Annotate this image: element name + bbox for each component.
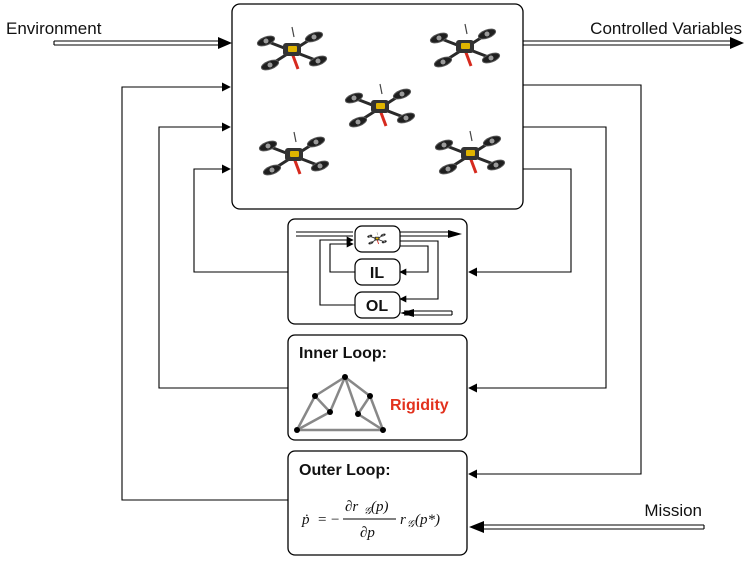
svg-text:−: − — [331, 512, 339, 528]
environment-label: Environment — [6, 19, 102, 38]
mission-label: Mission — [644, 501, 702, 520]
controlled-variables-arrow — [523, 37, 744, 49]
svg-text:=: = — [318, 512, 326, 528]
rigidity-graph-icon — [295, 375, 385, 432]
svg-text:ṗ: ṗ — [301, 512, 310, 528]
outer-loop-title: Outer Loop: — [299, 462, 391, 479]
svg-text:𝒢: 𝒢 — [364, 506, 373, 517]
inner-loop-title: Inner Loop: — [299, 345, 387, 362]
mission-arrow — [469, 521, 705, 533]
il-label: IL — [370, 265, 384, 282]
environment-arrow — [53, 37, 232, 49]
controlled-variables-label: Controlled Variables — [590, 19, 742, 38]
feedback-connections — [121, 82, 642, 501]
svg-text:(p): (p) — [371, 499, 389, 515]
svg-text:r: r — [400, 512, 406, 528]
rigidity-label: Rigidity — [390, 397, 449, 414]
svg-text:𝒢: 𝒢 — [407, 519, 416, 530]
svg-text:∂p: ∂p — [360, 525, 375, 541]
mini-loop-connections — [296, 231, 453, 316]
rigidity-graph-nodes — [294, 374, 386, 433]
ol-label: OL — [366, 298, 388, 315]
outer-loop-box — [287, 450, 468, 556]
svg-text:(p*): (p*) — [415, 512, 440, 528]
svg-text:∂r: ∂r — [345, 499, 358, 515]
outer-loop-equation: ṗ = − ∂r 𝒢 (p) ∂p r 𝒢 (p*) — [301, 499, 440, 541]
